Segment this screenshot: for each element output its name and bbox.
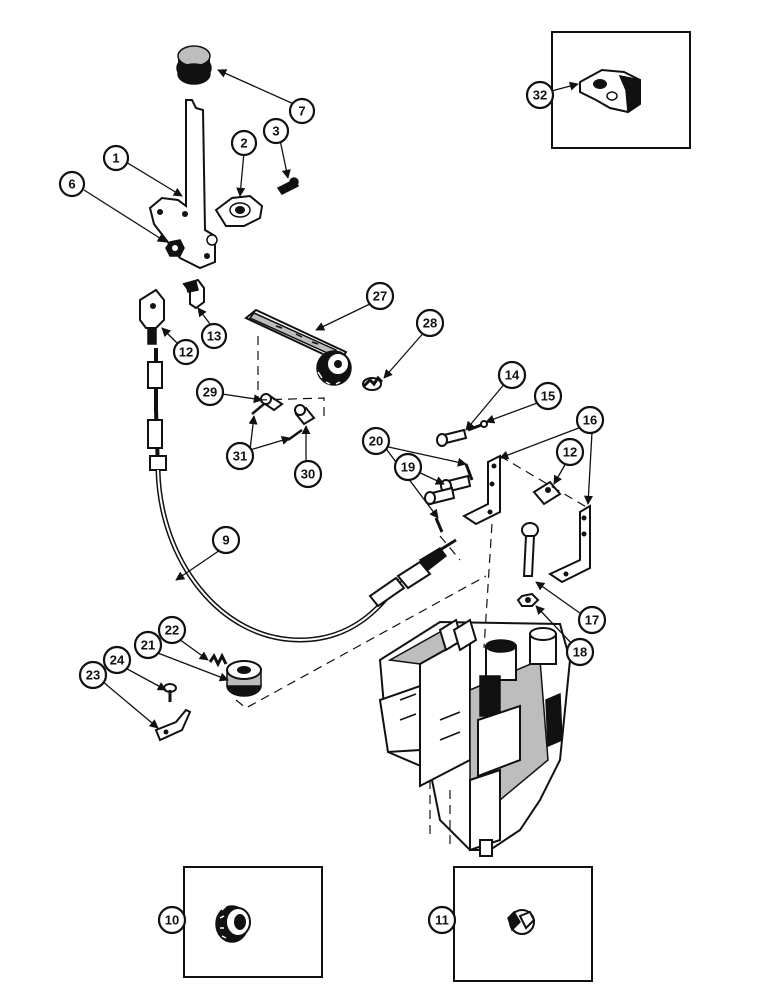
callout-label: 22 [165,623,179,638]
callout-label: 7 [298,104,305,119]
callout-6: 6 [58,170,86,198]
callout-label: 6 [68,177,75,192]
callout-label: 16 [583,413,597,428]
part-19-bolts [424,474,472,506]
part-18-nut [516,592,540,607]
part-15-pin [467,420,488,432]
callout-label: 31 [233,449,247,464]
callout-label: 28 [423,316,437,331]
callout-label: 30 [301,467,315,482]
callout-13: 13 [200,322,228,350]
part-7-bushing [176,45,212,85]
part-12-clevis [139,288,165,345]
callout-19: 19 [393,452,423,482]
callout-27: 27 [365,281,395,311]
callout-label: 20 [369,434,383,449]
part-20-cotter [434,463,474,533]
callout-label: 13 [207,329,221,344]
callout-label: 21 [141,638,155,653]
callout-30: 30 [293,459,323,489]
callout-16: 16 [575,405,605,435]
callout-label: 11 [435,913,449,928]
callout-label: 15 [541,389,555,404]
callout-label: 27 [373,289,387,304]
part-23-bracket [154,708,192,742]
assembly-lines [235,336,589,709]
callout-12-right: 12 [555,437,585,467]
callout-21: 21 [133,630,163,660]
inset-10 [183,866,323,978]
part-14-bolt [436,428,468,447]
callout-20: 20 [361,426,391,456]
callout-12-left: 12 [172,338,200,366]
control-valve [378,618,572,857]
callout-22: 22 [157,615,187,645]
callout-label: 19 [401,460,415,475]
callout-label: 14 [505,368,520,383]
callout-14: 14 [497,360,527,390]
callout-label: 10 [165,913,179,928]
callout-label: 24 [110,653,125,668]
part-11-knob [507,909,536,935]
part-2-hub [214,194,264,227]
callout-2: 2 [230,129,258,157]
callout-31: 31 [225,441,255,471]
part-28-spring [362,375,384,391]
callout-29: 29 [195,377,225,407]
part-30-pin [294,404,316,426]
part-13-clip [182,278,205,310]
callout-label: 9 [222,533,229,548]
callout-label: 32 [533,88,547,103]
inset-32 [551,31,691,149]
callout-32: 32 [525,80,555,110]
callout-label: 23 [86,668,100,683]
part-6-nut [165,239,185,257]
part-22-spring [208,652,228,668]
callout-7: 7 [288,97,316,125]
callout-17: 17 [577,605,607,635]
callout-9: 9 [211,525,241,555]
part-21-knob [226,660,262,697]
inset-frame [183,866,323,978]
part-32-clip [579,68,641,114]
callout-15: 15 [533,381,563,411]
callout-label: 2 [240,136,247,151]
callout-label: 12 [179,345,193,360]
part-10-gear [215,905,251,943]
callout-label: 18 [573,645,587,660]
callout-label: 17 [585,613,599,628]
callout-label: 12 [563,445,577,460]
callout-label: 1 [112,151,119,166]
callout-24: 24 [102,645,132,675]
inset-11 [453,866,593,982]
part-27-rod [244,308,352,386]
part-12-clevis-right [532,480,562,506]
part-9-cable [147,348,457,643]
callout-11: 11 [427,905,457,935]
callout-label: 29 [203,385,217,400]
part-16-bracket-left [462,454,501,526]
callout-3: 3 [262,117,290,145]
part-17-rod-end [521,522,539,577]
callout-18: 18 [565,637,595,667]
callout-23: 23 [78,660,108,690]
leader-lines [83,69,593,729]
part-24-screw [163,683,177,702]
callout-10: 10 [157,905,187,935]
part-16-bracket-right [547,504,591,584]
part-3-screw [276,177,300,195]
callout-28: 28 [415,308,445,338]
callout-1: 1 [102,144,130,172]
part-1-lever [148,99,218,270]
part-29-pin [260,393,284,412]
callout-label: 3 [272,124,279,139]
